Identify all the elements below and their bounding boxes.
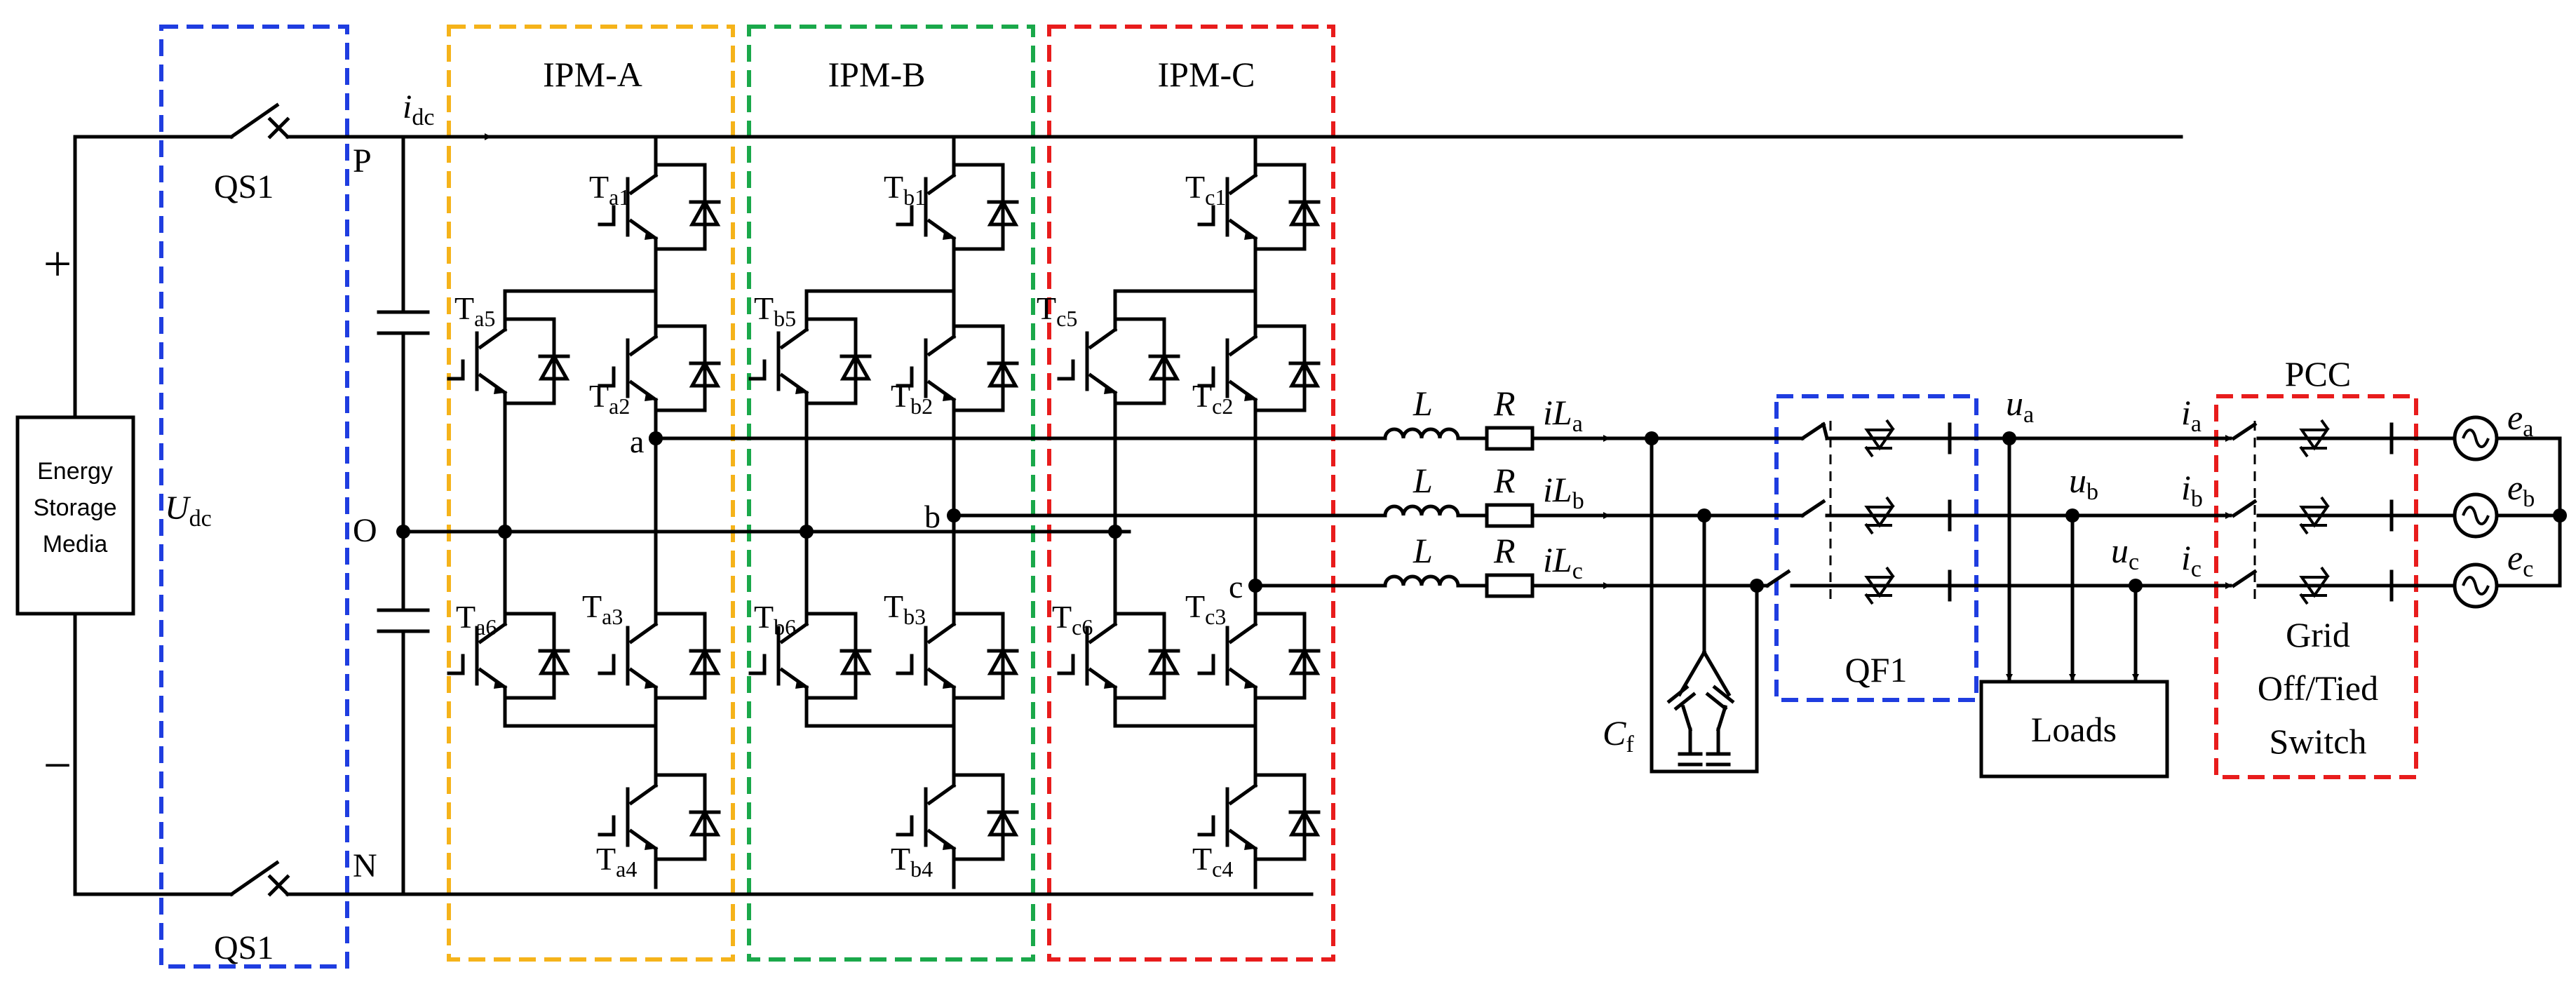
current-ilb-label: iLb <box>1543 470 1584 514</box>
switch-label-tb4: Tb4 <box>891 841 933 882</box>
current-ilc-label: iLc <box>1543 540 1583 584</box>
dc-bus-wiring <box>73 102 2183 897</box>
filter-capacitor-bank <box>1645 431 1764 774</box>
switch-label-tb6: Tb6 <box>754 599 796 640</box>
switch-label-tc5: Tc5 <box>1037 290 1077 331</box>
voltage-uc-label: uc <box>2111 531 2139 575</box>
switch-label-tb5: Tb5 <box>754 290 796 331</box>
switch-label-ta6: Ta6 <box>456 599 497 640</box>
resistor-c-label: R <box>1493 531 1516 570</box>
ipm-b-dashed-box <box>747 25 1035 962</box>
current-ic-label: ic <box>2181 538 2201 582</box>
ipm-b-title: IPM-B <box>828 55 926 94</box>
switch-label-tc4: Tc4 <box>1192 841 1233 882</box>
emf-ec-label: ec <box>2507 538 2533 582</box>
switch-label-tc3: Tc3 <box>1185 588 1226 629</box>
grid-switch-label-line2: Off/Tied <box>2258 668 2378 708</box>
switch-label-ta3: Ta3 <box>582 588 623 629</box>
switch-labels: Ta1 Ta5 Ta2 Ta6 Ta3 Ta4 Tb1 Tb5 Tb2 Tb6 … <box>454 169 1233 882</box>
source-label-line2: Storage <box>33 494 116 521</box>
switch-label-tc2: Tc2 <box>1192 378 1233 419</box>
capacitor-cf-label: Cf <box>1603 713 1634 757</box>
ipm-c-dashed-box <box>1047 25 1335 962</box>
grid-emf-labels: ea eb ec <box>2507 398 2535 582</box>
filter-labels: L L L R R R iLa iLb iLc <box>1412 384 1584 584</box>
grid-ac-sources <box>2455 417 2567 607</box>
source-label-line3: Media <box>43 531 108 558</box>
loads-block <box>1979 431 2169 779</box>
node-a-dot <box>649 431 663 445</box>
current-ib-label: ib <box>2181 468 2203 512</box>
switch-label-tc6: Tc6 <box>1052 599 1093 640</box>
phase-c-label: c <box>1229 569 1243 605</box>
ipm-a-module <box>449 137 719 887</box>
node-n-label: N <box>353 847 377 884</box>
idc-label: idc <box>403 88 434 130</box>
switch-label-tb3: Tb3 <box>884 588 926 629</box>
pcc-grid-switch <box>2234 419 2457 605</box>
ipm-b-module <box>750 137 1017 887</box>
switch-label-ta1: Ta1 <box>589 169 630 210</box>
current-ila-label: iLa <box>1543 393 1583 437</box>
inductor-b-label: L <box>1412 461 1433 500</box>
loads-label: Loads <box>2031 710 2117 749</box>
voltage-ub-label: ub <box>2069 461 2098 505</box>
node-p-label: P <box>353 142 372 180</box>
energy-storage-source: Energy Storage Media + − <box>15 236 135 793</box>
ipm-a-dashed-box <box>447 25 735 962</box>
ipm-c-title: IPM-C <box>1158 55 1255 94</box>
qs1-bottom-label: QS1 <box>214 929 274 966</box>
qs-dashed-box <box>159 25 349 969</box>
current-ia-label: ia <box>2181 393 2201 437</box>
voltage-labels: ua ub uc <box>2006 384 2139 575</box>
emf-ea-label: ea <box>2507 398 2533 442</box>
udc-label: Udc <box>165 490 212 532</box>
grid-switch-label-line1: Grid <box>2286 615 2350 654</box>
inductor-a-label: L <box>1412 384 1433 423</box>
switch-label-tb2: Tb2 <box>891 378 933 419</box>
qs1-top-label: QS1 <box>214 168 274 205</box>
switch-label-ta4: Ta4 <box>596 841 637 882</box>
resistor-a-label: R <box>1493 384 1516 423</box>
grid-switch-label-line3: Switch <box>2270 722 2367 761</box>
grid-current-labels: ia ib ic <box>2181 393 2203 582</box>
emf-eb-label: eb <box>2507 468 2535 512</box>
node-o-label: O <box>353 512 377 549</box>
ipm-a-title: IPM-A <box>543 55 642 94</box>
phase-a-label: a <box>630 424 644 459</box>
source-minus-sign: − <box>43 737 72 793</box>
grid-current-arrows <box>2181 435 2232 589</box>
switch-label-ta5: Ta5 <box>454 290 495 331</box>
switch-label-tc1: Tc1 <box>1185 169 1226 210</box>
source-plus-sign: + <box>43 236 72 292</box>
voltage-ua-label: ua <box>2006 384 2034 428</box>
ipm-c-module <box>1059 137 1319 887</box>
phase-lines <box>654 426 1805 598</box>
pcc-label: PCC <box>2285 354 2352 393</box>
switch-label-ta2: Ta2 <box>589 378 630 419</box>
qf1-label: QF1 <box>1845 650 1908 689</box>
switch-label-tb1: Tb1 <box>884 169 926 210</box>
phase-b-label: b <box>924 499 940 534</box>
source-label-line1: Energy <box>37 458 113 485</box>
qf1-breaker <box>1767 419 2232 605</box>
inductor-c-label: L <box>1412 531 1433 570</box>
resistor-b-label: R <box>1493 461 1516 500</box>
